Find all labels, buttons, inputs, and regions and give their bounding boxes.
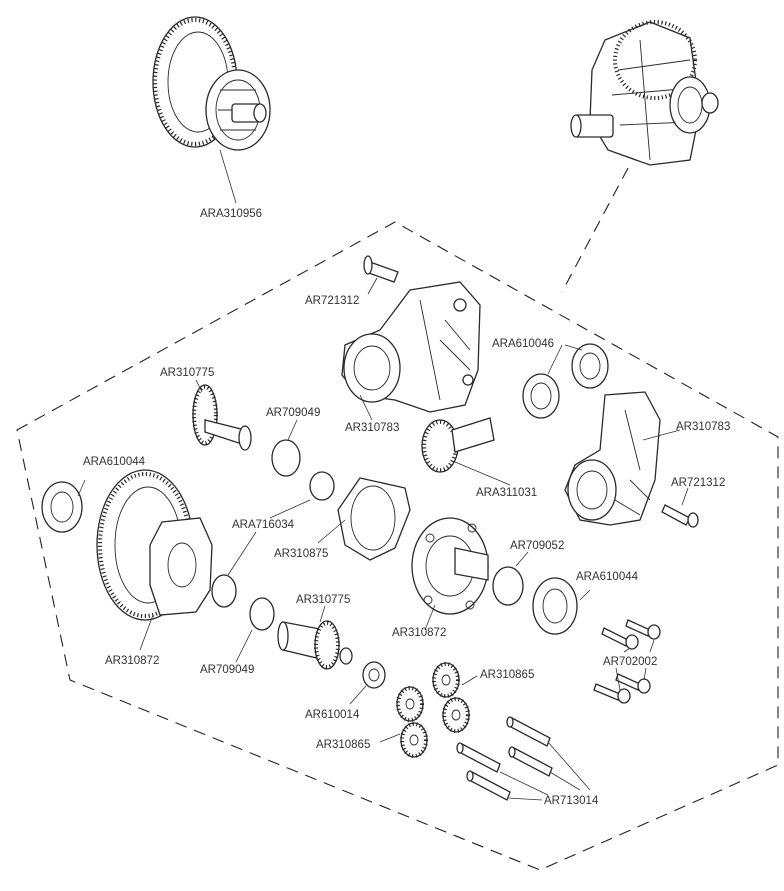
exploded-view-boundary bbox=[16, 221, 779, 871]
shim-ara716034-upper bbox=[309, 471, 335, 501]
leader-ar310872-left bbox=[139, 614, 154, 651]
label-ar702002: AR702002 bbox=[603, 656, 657, 668]
leader-ar713014 bbox=[499, 741, 591, 801]
label-ar310872-left: AR310872 bbox=[105, 655, 159, 667]
gear-ar310865-c bbox=[396, 686, 424, 722]
leader-ar310872-center bbox=[424, 604, 436, 631]
label-ar310783-left: AR310783 bbox=[345, 422, 399, 434]
label-ar709049-bottom: AR709049 bbox=[200, 664, 254, 676]
label-ara311031: ARA311031 bbox=[476, 487, 537, 499]
pinion-ar310775-bottom bbox=[277, 620, 353, 670]
leader-ar310775-bottom bbox=[319, 605, 326, 623]
label-ar310872-center: AR310872 bbox=[392, 627, 446, 639]
label-ar709049-top: AR709049 bbox=[266, 407, 320, 419]
label-ar709052: AR709052 bbox=[510, 540, 564, 552]
pinion-ara311031 bbox=[421, 417, 495, 473]
screw-ar721312-right bbox=[661, 504, 699, 528]
bearing-ara610044-right bbox=[532, 577, 578, 635]
label-ara610044-left: ARA610044 bbox=[83, 456, 146, 468]
leader-ara610044-right bbox=[579, 589, 591, 601]
label-ar713014: AR713014 bbox=[544, 795, 599, 807]
assembled-gearbox-illustration bbox=[570, 20, 719, 166]
shim-ara716034-lower bbox=[211, 574, 237, 608]
shim-ar709049-top bbox=[271, 439, 301, 477]
label-ar310865-top: AR310865 bbox=[480, 669, 534, 681]
screw-ar702002-b bbox=[625, 619, 661, 640]
leader-ar310783-right bbox=[642, 429, 681, 441]
leader-ar310865-top bbox=[461, 675, 478, 686]
leader-ar709052 bbox=[515, 551, 529, 567]
label-ar310865-bottom: AR310865 bbox=[316, 739, 370, 751]
leader-ar310783-left bbox=[359, 394, 373, 421]
leader-ar610014 bbox=[349, 685, 367, 705]
shim-ar709049-bottom bbox=[249, 597, 275, 631]
gasket-ar310875 bbox=[337, 477, 411, 561]
diff-case-ar310872-center bbox=[411, 517, 489, 615]
housing-ar310783-left bbox=[341, 281, 481, 413]
pin-ar721312-top bbox=[363, 255, 399, 283]
gear-ar310865-a bbox=[432, 662, 460, 698]
leader-ar310865-bottom bbox=[379, 733, 401, 743]
leader-ar709049-top bbox=[287, 419, 298, 441]
gear-ar310865-b bbox=[442, 697, 470, 733]
leader-ar310875 bbox=[317, 519, 346, 544]
bearing-ara610044-left bbox=[41, 481, 83, 533]
label-ara716034: ARA716034 bbox=[232, 519, 295, 531]
gear-ar310865-d bbox=[400, 722, 428, 758]
leader-ara311031 bbox=[454, 461, 511, 486]
leader-ar702002 bbox=[615, 639, 655, 691]
bearing-ara610046-b bbox=[571, 343, 609, 389]
leader-ar709049-bottom bbox=[235, 629, 253, 663]
leader-ara310956 bbox=[219, 149, 237, 204]
label-ara610044-right: ARA610044 bbox=[576, 571, 639, 583]
housing-ar310783-right bbox=[564, 391, 661, 526]
screw-ar702002-c bbox=[593, 683, 631, 704]
assembled-differential-illustration bbox=[152, 16, 271, 151]
label-ar310775-bottom: AR310775 bbox=[296, 594, 350, 606]
pinion-ar310775-top bbox=[192, 384, 252, 451]
pin-ar713014-c bbox=[456, 742, 501, 773]
leader-ar310775-top bbox=[195, 379, 203, 393]
leader-ara716034 bbox=[227, 499, 311, 576]
label-ar721312-top: AR721312 bbox=[305, 295, 359, 307]
screw-ar702002-a bbox=[601, 627, 639, 650]
label-ar310783-right: AR310783 bbox=[676, 421, 730, 433]
label-ar610014: AR610014 bbox=[305, 709, 360, 721]
label-ar721312-right: AR721312 bbox=[671, 477, 725, 489]
bearing-ara610046-a bbox=[522, 373, 560, 419]
ring-gear-ar310872-left bbox=[96, 469, 213, 621]
label-ar310775-top: AR310775 bbox=[160, 367, 214, 379]
leader-ara610044-left bbox=[77, 479, 86, 497]
leader-ara610046 bbox=[547, 344, 583, 375]
bushing-ar610014 bbox=[362, 661, 386, 689]
label-ara610046: ARA610046 bbox=[492, 338, 554, 350]
pin-ar713014-d bbox=[466, 770, 511, 801]
shim-ar709052 bbox=[492, 566, 524, 606]
pin-ar713014-b bbox=[508, 746, 553, 777]
label-ara310956: ARA310956 bbox=[200, 208, 262, 220]
leader-ar721312-top bbox=[367, 277, 378, 295]
label-ar310875: AR310875 bbox=[274, 548, 328, 560]
assembly-callout-line bbox=[561, 167, 629, 293]
pin-ar713014-a bbox=[506, 716, 551, 747]
leader-ar721312-right bbox=[681, 487, 689, 506]
